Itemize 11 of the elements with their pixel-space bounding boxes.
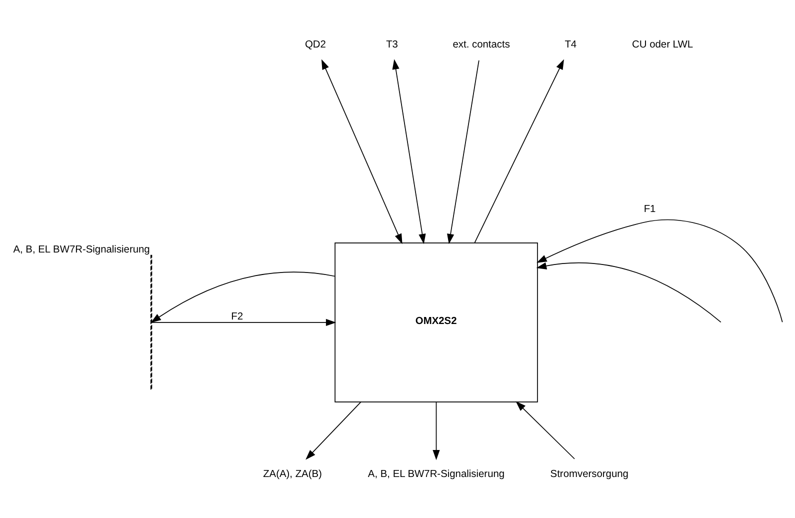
node-text: T4 bbox=[564, 38, 577, 50]
node-text: ext. contacts bbox=[452, 38, 510, 50]
node-text: A, B, EL BW7R-Signalisierung bbox=[368, 468, 505, 480]
label: CU oder LWL bbox=[632, 38, 694, 50]
node-text: QD2 bbox=[304, 38, 326, 50]
node-text: ZA(A), ZA(B) bbox=[263, 468, 322, 480]
edge-label: F2 bbox=[231, 311, 244, 322]
node-label: A, B, EL BW7R-Signalisierung bbox=[13, 244, 150, 255]
edge-label: F1 bbox=[644, 203, 656, 214]
node-text: Stromversorgung bbox=[550, 468, 628, 480]
node-text: T3 bbox=[386, 38, 398, 50]
